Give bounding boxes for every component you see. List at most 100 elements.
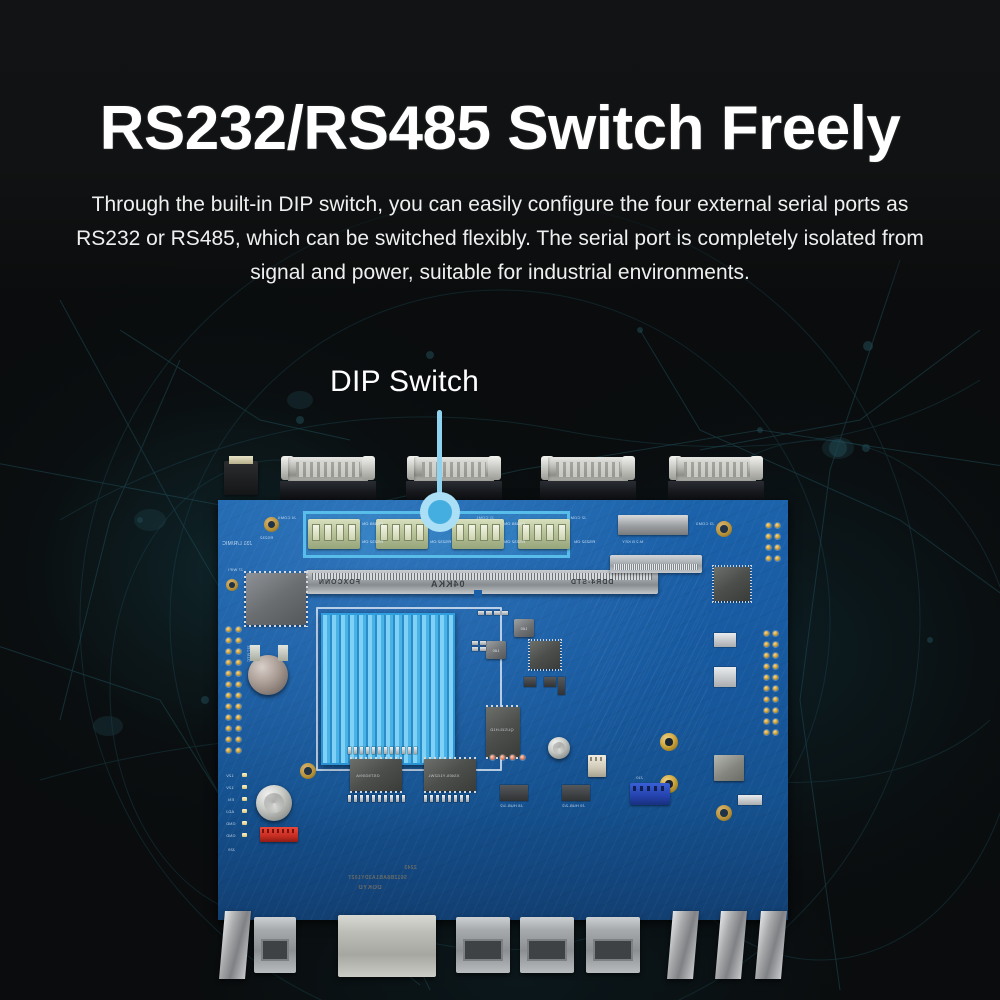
smd-component-b xyxy=(544,677,556,687)
db9-screw-right xyxy=(362,456,375,480)
heatsink-retaining-frame xyxy=(316,607,502,771)
dip-toggle[interactable] xyxy=(546,524,554,541)
battery-clip-right xyxy=(278,645,288,661)
mounting-pad-lower-left xyxy=(300,763,316,779)
smd-component-a xyxy=(524,677,536,687)
dip-switch-block-3[interactable] xyxy=(452,519,504,549)
serial-port-3 xyxy=(540,455,636,503)
mounting-hole-left-mid xyxy=(226,579,238,591)
silk-com4: J4 COM4 xyxy=(278,515,297,520)
silk-audio-jack: J31 L/R/MIC xyxy=(222,541,252,547)
db9-screw-right xyxy=(750,456,763,480)
dip-toggle[interactable] xyxy=(404,524,412,541)
battery-clip-left xyxy=(250,645,260,661)
dip-label-rs232-on-4: RS232 ON xyxy=(574,539,595,544)
dip-toggle[interactable] xyxy=(324,524,332,541)
ffc-connector xyxy=(618,515,688,535)
db9-shell xyxy=(676,457,756,483)
silk-wifi-header: J7 WIFI xyxy=(228,567,244,572)
usb-port-rear-left xyxy=(254,917,296,973)
serial-port-2 xyxy=(406,455,502,503)
usb-hdr-pads-2 xyxy=(562,785,590,801)
dip-toggle[interactable] xyxy=(416,524,424,541)
motherboard-photo: J31 L/R/MIC RS232 J1 COM1 J2 COM2 J3 COM… xyxy=(218,455,788,979)
dip-switch-callout-label: DIP Switch xyxy=(330,365,480,398)
dip-toggle[interactable] xyxy=(534,524,542,541)
dip-label-rs232-on-2: RS232 ON xyxy=(430,539,451,544)
dip-toggle[interactable] xyxy=(492,524,500,541)
silk-12v-a: 12V xyxy=(226,773,234,778)
ram-slot-type: DDR4-STD xyxy=(570,579,614,586)
dip-toggle[interactable] xyxy=(392,524,400,541)
mounting-hole-right-top xyxy=(716,521,732,537)
dip-toggle[interactable] xyxy=(456,524,464,541)
silk-12v-b: 12V xyxy=(226,785,234,790)
ram-slot-vendor: FOXCONN xyxy=(318,579,360,586)
dip-toggle[interactable] xyxy=(480,524,488,541)
dip-toggle[interactable] xyxy=(468,524,476,541)
pmic-chip xyxy=(528,639,562,671)
page-title: RS232/RS485 Switch Freely xyxy=(99,94,901,163)
silk-gnd-a: GND xyxy=(226,821,236,826)
power-led-4 xyxy=(242,809,247,813)
power-led-1 xyxy=(242,773,247,777)
silk-com2: J2 COM2 xyxy=(568,515,587,520)
dip-switch-block-1[interactable] xyxy=(308,519,360,549)
memory-chip-marking: QLS15-H1D xyxy=(490,727,514,732)
silk-m2-label: M.2 B KEY xyxy=(622,539,644,544)
ethernet-rj45-port xyxy=(338,915,436,977)
silk-usb-header-1: J8 HUB-1/2 xyxy=(500,803,523,808)
dip-label-rs232-on-3: RS232 ON xyxy=(504,539,525,544)
smd-block-right-3 xyxy=(738,795,762,805)
coin-cell-battery xyxy=(248,655,288,695)
dip-switch-block-2[interactable] xyxy=(376,519,428,549)
usb-hdr-pads-1 xyxy=(500,785,528,801)
dip-toggle[interactable] xyxy=(336,524,344,541)
usb-port-2 xyxy=(520,917,574,973)
power-connector-red xyxy=(260,827,298,842)
power-inductor-1 xyxy=(486,641,506,659)
rj45-datecode: 2243 xyxy=(404,865,417,871)
transceiver-chip-2-marking: X3405-Y1G2WL xyxy=(428,773,460,778)
transceiver-chip-2 xyxy=(424,757,476,793)
db9-body xyxy=(668,481,764,503)
rj45-part: 5612B8AB1A3DY1027 xyxy=(348,875,407,881)
ram-slot-part: 04KKA xyxy=(430,579,465,589)
dip-toggle[interactable] xyxy=(380,524,388,541)
usb-port-3 xyxy=(586,917,640,973)
controller-chip xyxy=(712,565,752,603)
usb3-header-blue xyxy=(630,783,670,805)
ram-sodimm-slot xyxy=(306,570,658,598)
board-standoff-1 xyxy=(660,733,678,751)
audio-jack xyxy=(224,456,258,495)
smd-block-right-1 xyxy=(714,633,736,647)
dip-toggle[interactable] xyxy=(312,524,320,541)
callout-marker-dot-icon xyxy=(428,500,452,524)
header-backdrop xyxy=(0,0,1000,300)
serial-port-4 xyxy=(668,455,764,503)
dip-switch-block-4[interactable] xyxy=(518,519,570,549)
serial-port-1 xyxy=(280,455,376,503)
dip-toggle[interactable] xyxy=(522,524,530,541)
usb-tongue xyxy=(265,951,285,961)
wireless-module xyxy=(244,571,308,627)
db9-screw-right xyxy=(622,456,635,480)
fan-connector-white xyxy=(588,755,606,777)
dip-toggle[interactable] xyxy=(558,524,566,541)
usb-port-1 xyxy=(456,917,510,973)
silk-adj: ADJ xyxy=(226,809,235,814)
power-led-2 xyxy=(242,785,247,789)
dip-label-rs485-on-1: RS485 ON xyxy=(362,521,383,526)
memory-chip xyxy=(486,705,520,759)
mounting-hole-left-top xyxy=(264,517,279,532)
silk-com3: J3 COM3 xyxy=(696,521,715,526)
silk-en: EN xyxy=(228,797,234,802)
power-led-5 xyxy=(242,821,247,825)
db9-shell xyxy=(548,457,628,483)
dip-label-rs232-on-1: RS232 ON xyxy=(362,539,383,544)
transceiver-chip-1-marking: GST5G09/A xyxy=(356,773,380,778)
db9-screw-right xyxy=(488,456,501,480)
dip-toggle[interactable] xyxy=(348,524,356,541)
usb-tongue xyxy=(597,951,629,961)
usb-tongue xyxy=(467,951,499,961)
